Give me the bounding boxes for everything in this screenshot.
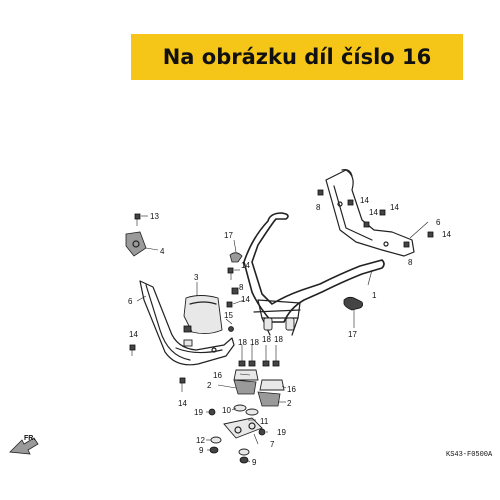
callout-10: 10 <box>222 406 231 415</box>
callout-18: 18 <box>262 335 271 344</box>
callout-18: 18 <box>274 335 283 344</box>
handlebar-pipe <box>243 212 385 336</box>
callout-14: 14 <box>241 261 250 270</box>
direction-label: FR. <box>24 435 35 442</box>
callout-18: 18 <box>238 338 247 347</box>
callout-14: 14 <box>129 330 138 339</box>
callout-7: 7 <box>270 440 275 449</box>
handlebar-holders <box>208 345 285 464</box>
callout-19: 19 <box>277 428 286 437</box>
callout-3: 3 <box>194 273 199 282</box>
callout-13: 13 <box>150 212 159 221</box>
banner-text: Na obrázku díl číslo 16 <box>162 45 432 69</box>
front-cover-left <box>139 280 235 366</box>
callout-14: 14 <box>369 208 378 217</box>
callout-2: 2 <box>287 399 292 408</box>
callout-6: 6 <box>128 297 133 306</box>
callout-6: 6 <box>436 218 441 227</box>
inner-cover-3 <box>183 295 223 335</box>
callout-14: 14 <box>442 230 451 239</box>
callout-8: 8 <box>408 258 413 267</box>
callout-12: 12 <box>196 436 205 445</box>
callout-4: 4 <box>160 247 165 256</box>
callout-8: 8 <box>316 203 321 212</box>
cable-guide-17 <box>343 296 364 328</box>
callout-9: 9 <box>199 446 204 455</box>
callout-18: 18 <box>250 338 259 347</box>
callout-2: 2 <box>207 381 212 390</box>
callout-14: 14 <box>241 295 250 304</box>
callout-14: 14 <box>360 196 369 205</box>
callout-labels: 13 4 3 6 17 14 14 8 15 14 18 18 18 18 16… <box>24 196 493 467</box>
callout-17: 17 <box>224 231 233 240</box>
rear-cover-right <box>325 169 415 257</box>
front-direction-arrow <box>9 437 39 455</box>
bracket-4 <box>125 231 147 257</box>
callout-15: 15 <box>224 311 233 320</box>
callout-19: 19 <box>194 408 203 417</box>
callout-16: 16 <box>287 385 296 394</box>
fasteners <box>129 189 434 392</box>
callout-14: 14 <box>178 399 187 408</box>
callout-9: 9 <box>252 458 257 467</box>
callout-16: 16 <box>213 371 222 380</box>
leader-lines <box>136 215 429 463</box>
callout-11: 11 <box>260 417 269 426</box>
callout-14: 14 <box>390 203 399 212</box>
callout-8: 8 <box>239 283 244 292</box>
diagram-code: KS43-F0500A <box>446 451 493 459</box>
callout-17: 17 <box>348 330 357 339</box>
callout-1: 1 <box>372 291 377 300</box>
part-number-banner: Na obrázku díl číslo 16 <box>131 34 463 80</box>
